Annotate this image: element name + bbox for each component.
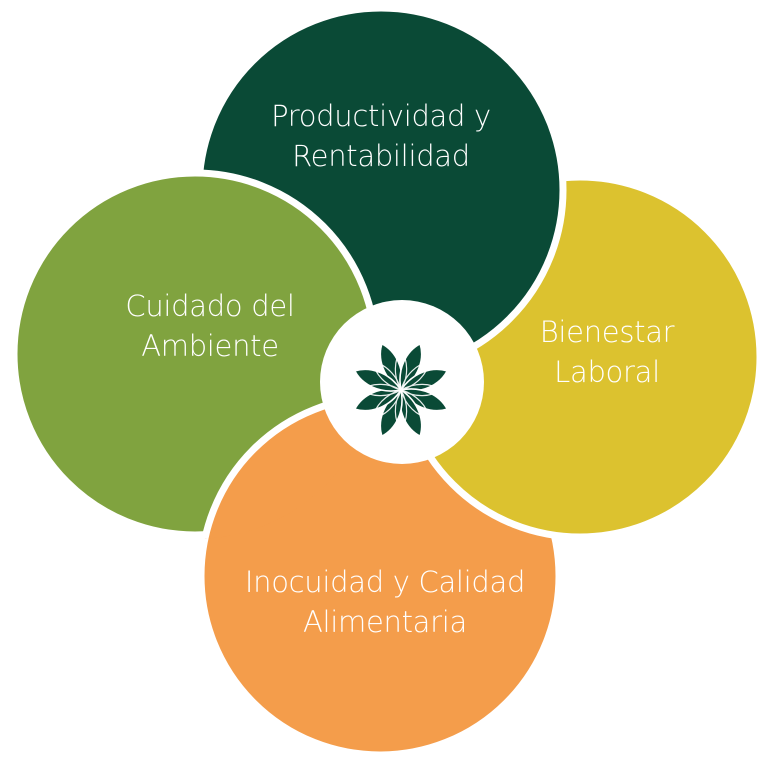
label-line: Productividad y bbox=[271, 99, 491, 133]
label-ambiente: Cuidado del Ambiente bbox=[95, 286, 325, 366]
label-line: Alimentaria bbox=[302, 605, 468, 639]
label-line: Cuidado del bbox=[125, 289, 295, 323]
label-line: Inocuidad y Calidad bbox=[244, 565, 526, 599]
label-productividad: Productividad y Rentabilidad bbox=[231, 96, 531, 176]
label-inocuidad: Inocuidad y Calidad Alimentaria bbox=[215, 562, 555, 642]
eight-petal-flower-icon bbox=[353, 342, 449, 438]
label-line: Laboral bbox=[554, 355, 660, 389]
label-bienestar: Bienestar Laboral bbox=[512, 312, 702, 392]
label-line: Ambiente bbox=[141, 329, 279, 363]
label-line: Bienestar bbox=[539, 315, 675, 349]
label-line: Rentabilidad bbox=[292, 139, 470, 173]
circle-inocuidad-overlap bbox=[197, 393, 380, 539]
